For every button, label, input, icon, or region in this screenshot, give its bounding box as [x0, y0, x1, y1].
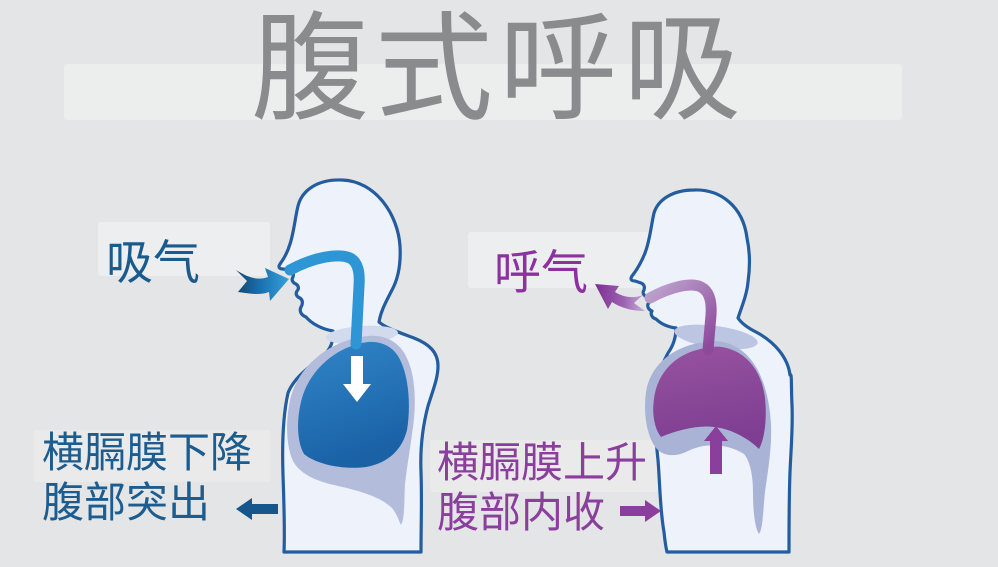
background-highlight-band: [64, 64, 902, 120]
inhale-label-backing: [98, 222, 270, 276]
inhale-caption-line1: 横膈膜下降: [42, 429, 253, 476]
exhale-caption-line2: 腹部内收: [437, 489, 606, 536]
exhale-caption: 横膈膜上升 腹部内收: [437, 438, 647, 538]
inhale-caption-line2: 腹部突出: [42, 479, 211, 526]
inhale-label: 吸气: [106, 236, 200, 289]
exhale-air-arrow-icon: [595, 284, 645, 311]
exhale-label: 呼气: [494, 246, 588, 299]
inhale-air-arrow-icon: [236, 268, 289, 301]
inhale-caption: 横膈膜下降 腹部突出: [42, 428, 252, 528]
inhale-trachea: [284, 250, 365, 350]
exhale-lung-shape: [653, 346, 766, 449]
exhale-caption-line1: 横膈膜上升: [437, 439, 648, 486]
exhale-figure-illustration: [595, 188, 794, 554]
left-caption-backing: [34, 430, 270, 482]
abdomen-contract-arrow-icon: [620, 500, 661, 522]
exhale-trachea: [644, 279, 717, 356]
exhale-neck-shadow: [674, 324, 758, 350]
right-caption-backing: [430, 440, 658, 492]
diaphragm-up-arrow-icon: [704, 426, 728, 474]
diaphragm-down-arrow-icon: [343, 356, 371, 402]
page-title: 腹式呼吸: [250, 4, 747, 136]
abdomen-protrude-arrow-icon: [236, 498, 278, 520]
inhale-figure-illustration: [236, 178, 440, 554]
inhale-lung-shape: [298, 341, 409, 468]
